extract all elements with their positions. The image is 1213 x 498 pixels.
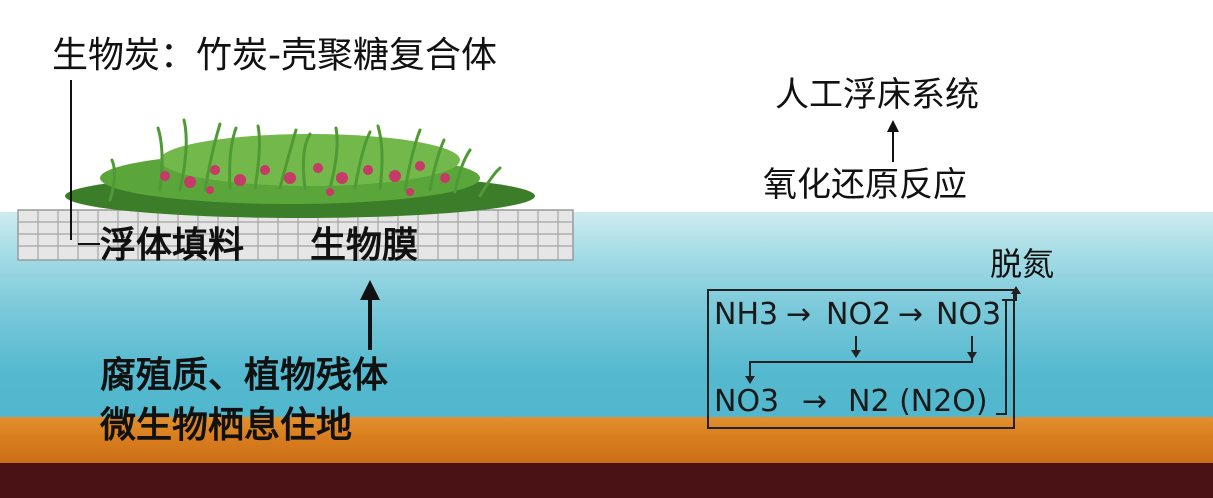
biochar-label: 生物炭：竹炭-壳聚糖复合体 — [52, 35, 497, 76]
reaction-arrowheads — [745, 286, 1021, 384]
chem-arrow-2: → — [898, 297, 924, 332]
chem-no2: NO2 — [826, 297, 892, 332]
float-fill-label: 浮体填料 — [100, 225, 245, 266]
reaction-box — [707, 289, 1017, 429]
chem-no3-top: NO3 — [936, 297, 1002, 332]
up-arrow-redox — [887, 120, 899, 162]
floating-bed-grid — [17, 209, 574, 261]
biofilm-label: 生物膜 — [310, 225, 419, 266]
habitat-label-line2: 微生物栖息住地 — [100, 405, 353, 446]
bottom-strip — [0, 463, 1213, 498]
up-arrow-habitat — [360, 280, 380, 350]
chem-no3-bottom: NO3 — [714, 384, 780, 419]
habitat-label-line1: 腐殖质、植物残体 — [100, 355, 389, 396]
chem-arrow-1: → — [786, 297, 812, 332]
denitrification-label: 脱氮 — [990, 245, 1055, 283]
sediment-layer — [0, 417, 1213, 467]
chem-arrow-3: → — [802, 384, 828, 419]
floating-bed-title: 人工浮床系统 — [775, 75, 979, 115]
chem-nh3: NH3 — [714, 297, 779, 332]
redox-label: 氧化还原反应 — [763, 165, 967, 205]
chem-n2: N2 (N2O) — [848, 384, 988, 419]
plants — [65, 118, 535, 218]
